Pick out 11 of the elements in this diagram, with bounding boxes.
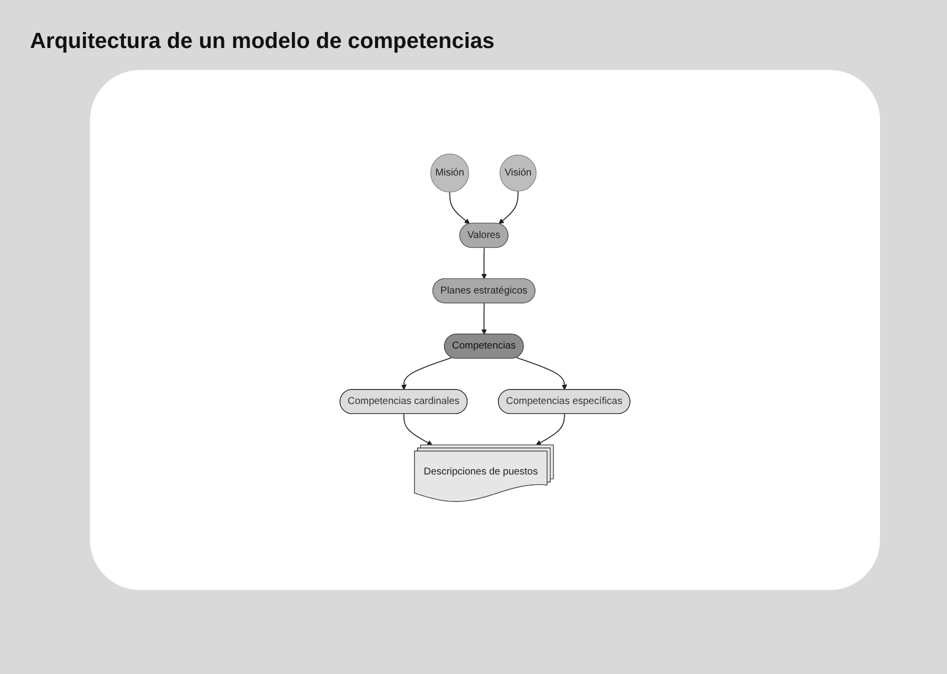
arrow [449, 191, 470, 224]
node-circle: Misión [430, 153, 470, 192]
arrow [498, 190, 519, 224]
diagram-title: Arquitectura de un modelo de competencias [30, 28, 496, 54]
arrow [481, 247, 487, 279]
arrow [481, 302, 487, 334]
arrow [516, 356, 568, 390]
arrow [401, 356, 452, 390]
arrow [536, 413, 565, 446]
arrow [403, 413, 433, 446]
node-circle: Visión [500, 154, 536, 192]
